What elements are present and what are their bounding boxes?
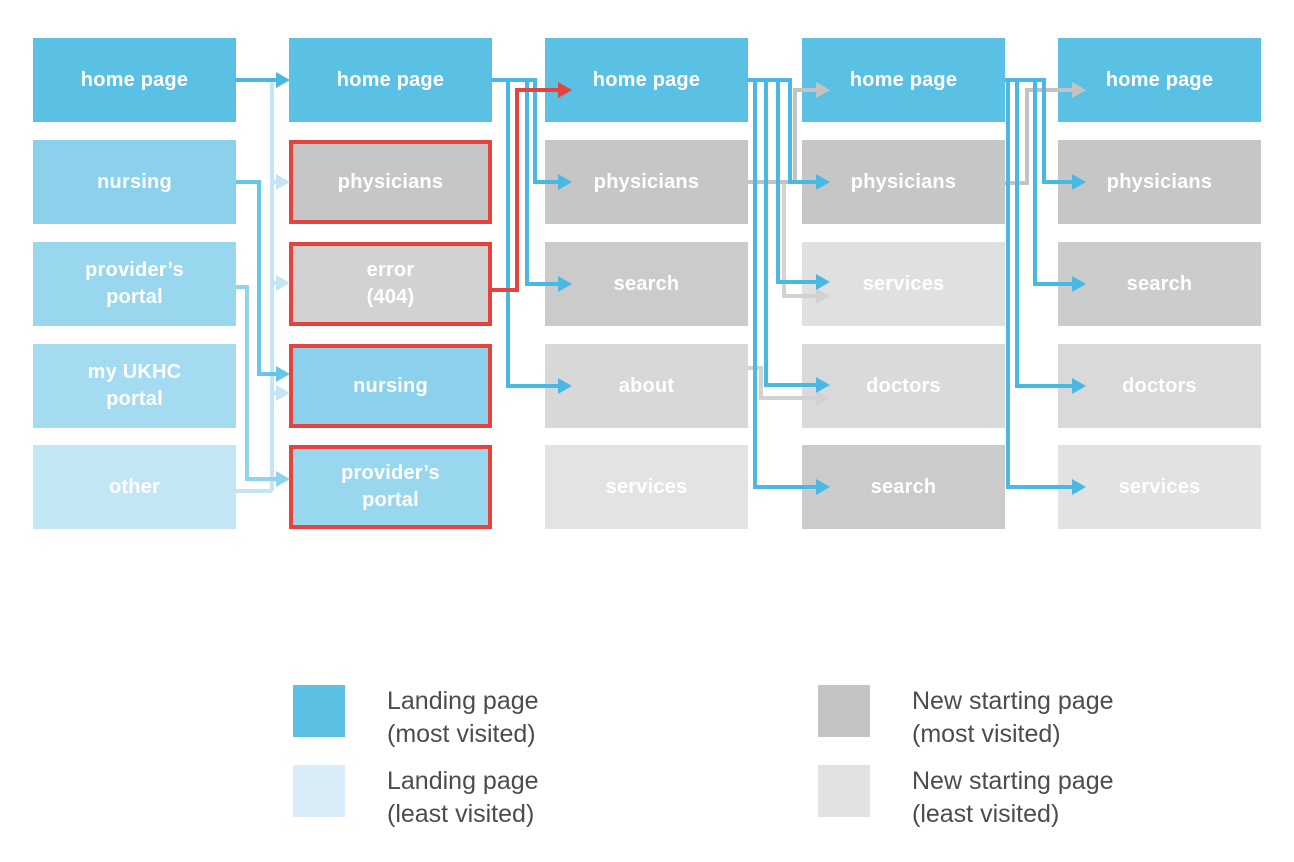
flow-box-col4-search: search xyxy=(802,445,1005,529)
legend-item-newstart-most: New starting page (most visited) xyxy=(818,685,1114,751)
flow-box-col3-physicians: physicians xyxy=(545,140,748,224)
legend-swatch-landing-most xyxy=(293,685,345,737)
flow-box-col5-home-page: home page xyxy=(1058,38,1261,122)
flow-box-col4-services: services xyxy=(802,242,1005,326)
legend-swatch-newstart-most xyxy=(818,685,870,737)
flow-box-col4-doctors: doctors xyxy=(802,344,1005,428)
legend-label-landing-least: Landing page (least visited) xyxy=(387,767,539,828)
flow-box-col3-services: services xyxy=(545,445,748,529)
flow-box-col3-about: about xyxy=(545,344,748,428)
flow-box-col1-my-ukhc-portal: my UKHC portal xyxy=(33,344,236,428)
flow-box-col3-search: search xyxy=(545,242,748,326)
flow-box-col1-home-page: home page xyxy=(33,38,236,122)
flow-box-col5-search: search xyxy=(1058,242,1261,326)
flow-box-col2-physicians: physicians xyxy=(289,140,492,224)
flow-box-col4-physicians: physicians xyxy=(802,140,1005,224)
flow-box-col1-provider-s-portal: provider’s portal xyxy=(33,242,236,326)
flow-box-col4-home-page: home page xyxy=(802,38,1005,122)
legend-label-newstart-most: New starting page (most visited) xyxy=(912,687,1114,748)
flow-box-col5-physicians: physicians xyxy=(1058,140,1261,224)
flow-box-col5-doctors: doctors xyxy=(1058,344,1261,428)
flow-box-col1-other: other xyxy=(33,445,236,529)
legend-item-newstart-least: New starting page (least visited) xyxy=(818,765,1114,831)
legend-swatch-landing-least xyxy=(293,765,345,817)
flow-box-col2-error-404: error (404) xyxy=(289,242,492,326)
flow-box-col3-home-page: home page xyxy=(545,38,748,122)
flow-box-col5-services: services xyxy=(1058,445,1261,529)
flow-box-col2-provider-s-portal: provider’s portal xyxy=(289,445,492,529)
flow-box-col2-home-page: home page xyxy=(289,38,492,122)
legend-label-newstart-least: New starting page (least visited) xyxy=(912,767,1114,828)
legend-label-landing-most: Landing page (most visited) xyxy=(387,687,539,748)
legend-item-landing-most: Landing page (most visited) xyxy=(293,685,539,751)
legend-swatch-newstart-least xyxy=(818,765,870,817)
legend-item-landing-least: Landing page (least visited) xyxy=(293,765,539,831)
flow-box-col1-nursing: nursing xyxy=(33,140,236,224)
flow-box-col2-nursing: nursing xyxy=(289,344,492,428)
